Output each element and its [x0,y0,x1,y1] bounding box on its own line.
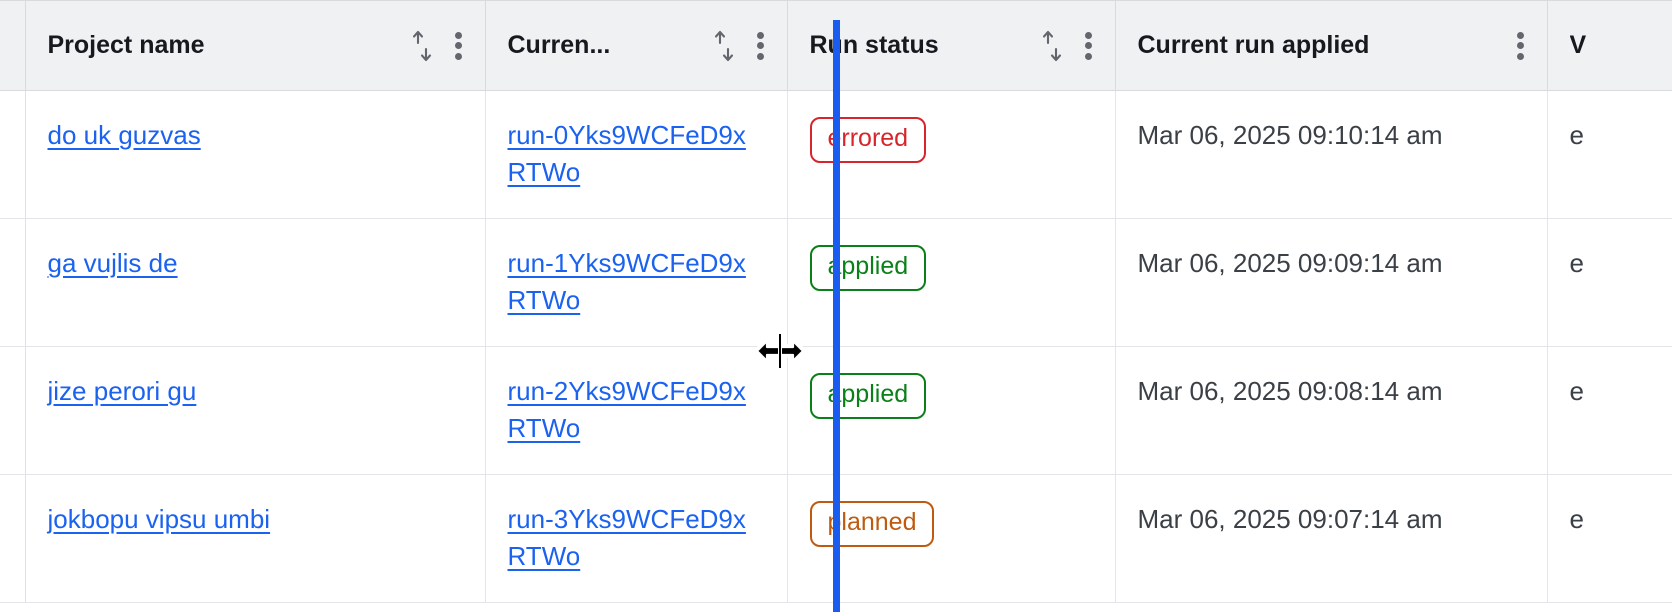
column-header-current-run[interactable]: Curren... [485,0,788,91]
status-badge: applied [809,373,927,419]
sort-icon-glyph [412,30,431,61]
row-select-cell[interactable] [0,90,26,219]
column-menu-icon[interactable] [455,31,463,60]
cell-run-status: applied [787,218,1116,347]
current-run-link[interactable]: run-1Yks9WCFeD9xRTWo [507,248,746,315]
column-menu-icon[interactable] [1517,31,1525,60]
timestamp-text: Mar 06, 2025 09:09:14 am [1137,248,1443,278]
cell-current-run: run-2Yks9WCFeD9xRTWo [485,346,788,475]
sort-icon-glyph [714,30,733,61]
cell-project-name: jokbopu vipsu umbi [25,474,486,603]
column-header-run-status-label: Run status [809,31,939,59]
column-header-project-name-label: Project name [47,31,205,59]
column-header-current-run-applied-label: Current run applied [1137,31,1370,59]
truncated-cell-text: e [1569,248,1584,278]
column-resize-indicator[interactable] [833,20,840,612]
current-run-link[interactable]: run-3Yks9WCFeD9xRTWo [507,504,746,571]
status-badge: planned [809,501,935,547]
row-select-cell[interactable] [0,218,26,347]
column-header-current-run-applied[interactable]: Current run applied [1115,0,1548,91]
table-row: do uk guzvas run-0Yks9WCFeD9xRTWo errore… [0,90,1672,219]
cell-run-status: errored [787,90,1116,219]
column-menu-icon[interactable] [757,31,765,60]
sort-icon[interactable] [411,29,433,63]
cell-current-run-applied: Mar 06, 2025 09:09:14 am [1115,218,1548,347]
sort-icon[interactable] [713,29,735,63]
timestamp-text: Mar 06, 2025 09:10:14 am [1137,120,1443,150]
cell-current-run: run-3Yks9WCFeD9xRTWo [485,474,788,603]
sort-icon-glyph [1042,30,1061,61]
project-name-link[interactable]: ga vujlis de [47,248,178,278]
sort-icon[interactable] [1041,29,1063,63]
status-badge: errored [809,117,927,163]
cell-project-name: ga vujlis de [25,218,486,347]
status-badge: applied [809,245,927,291]
timestamp-text: Mar 06, 2025 09:07:14 am [1137,504,1443,534]
column-header-truncated[interactable]: V [1547,0,1672,91]
cell-truncated: e [1547,474,1672,603]
table-header: Project name [0,0,1672,91]
column-header-run-status[interactable]: Run status [787,0,1116,91]
column-header-project-name[interactable]: Project name [25,0,486,91]
project-name-link[interactable]: do uk guzvas [47,120,201,150]
cell-current-run: run-0Yks9WCFeD9xRTWo [485,90,788,219]
cell-project-name: jize perori gu [25,346,486,475]
cell-truncated: e [1547,346,1672,475]
column-header-current-run-label: Curren... [507,31,611,59]
current-run-link[interactable]: run-2Yks9WCFeD9xRTWo [507,376,746,443]
column-menu-icon[interactable] [1085,31,1093,60]
truncated-cell-text: e [1569,504,1584,534]
row-select-cell[interactable] [0,474,26,603]
cell-run-status: applied [787,346,1116,475]
cell-run-status: planned [787,474,1116,603]
project-name-link[interactable]: jokbopu vipsu umbi [47,504,271,534]
project-name-link[interactable]: jize perori gu [47,376,197,406]
current-run-link[interactable]: run-0Yks9WCFeD9xRTWo [507,120,746,187]
column-header-select[interactable] [0,0,26,91]
cell-truncated: e [1547,90,1672,219]
table-body: do uk guzvas run-0Yks9WCFeD9xRTWo errore… [0,90,1672,603]
cell-project-name: do uk guzvas [25,90,486,219]
table-row: ga vujlis de run-1Yks9WCFeD9xRTWo applie… [0,218,1672,347]
table-row: jokbopu vipsu umbi run-3Yks9WCFeD9xRTWo … [0,474,1672,603]
truncated-cell-text: e [1569,120,1584,150]
table-header-row: Project name [0,0,1672,91]
row-select-cell[interactable] [0,346,26,475]
table-row: jize perori gu run-2Yks9WCFeD9xRTWo appl… [0,346,1672,475]
column-header-truncated-label: V [1569,31,1587,59]
cell-current-run-applied: Mar 06, 2025 09:10:14 am [1115,90,1548,219]
cell-current-run: run-1Yks9WCFeD9xRTWo [485,218,788,347]
timestamp-text: Mar 06, 2025 09:08:14 am [1137,376,1443,406]
cell-truncated: e [1547,218,1672,347]
truncated-cell-text: e [1569,376,1584,406]
cell-current-run-applied: Mar 06, 2025 09:07:14 am [1115,474,1548,603]
cell-current-run-applied: Mar 06, 2025 09:08:14 am [1115,346,1548,475]
